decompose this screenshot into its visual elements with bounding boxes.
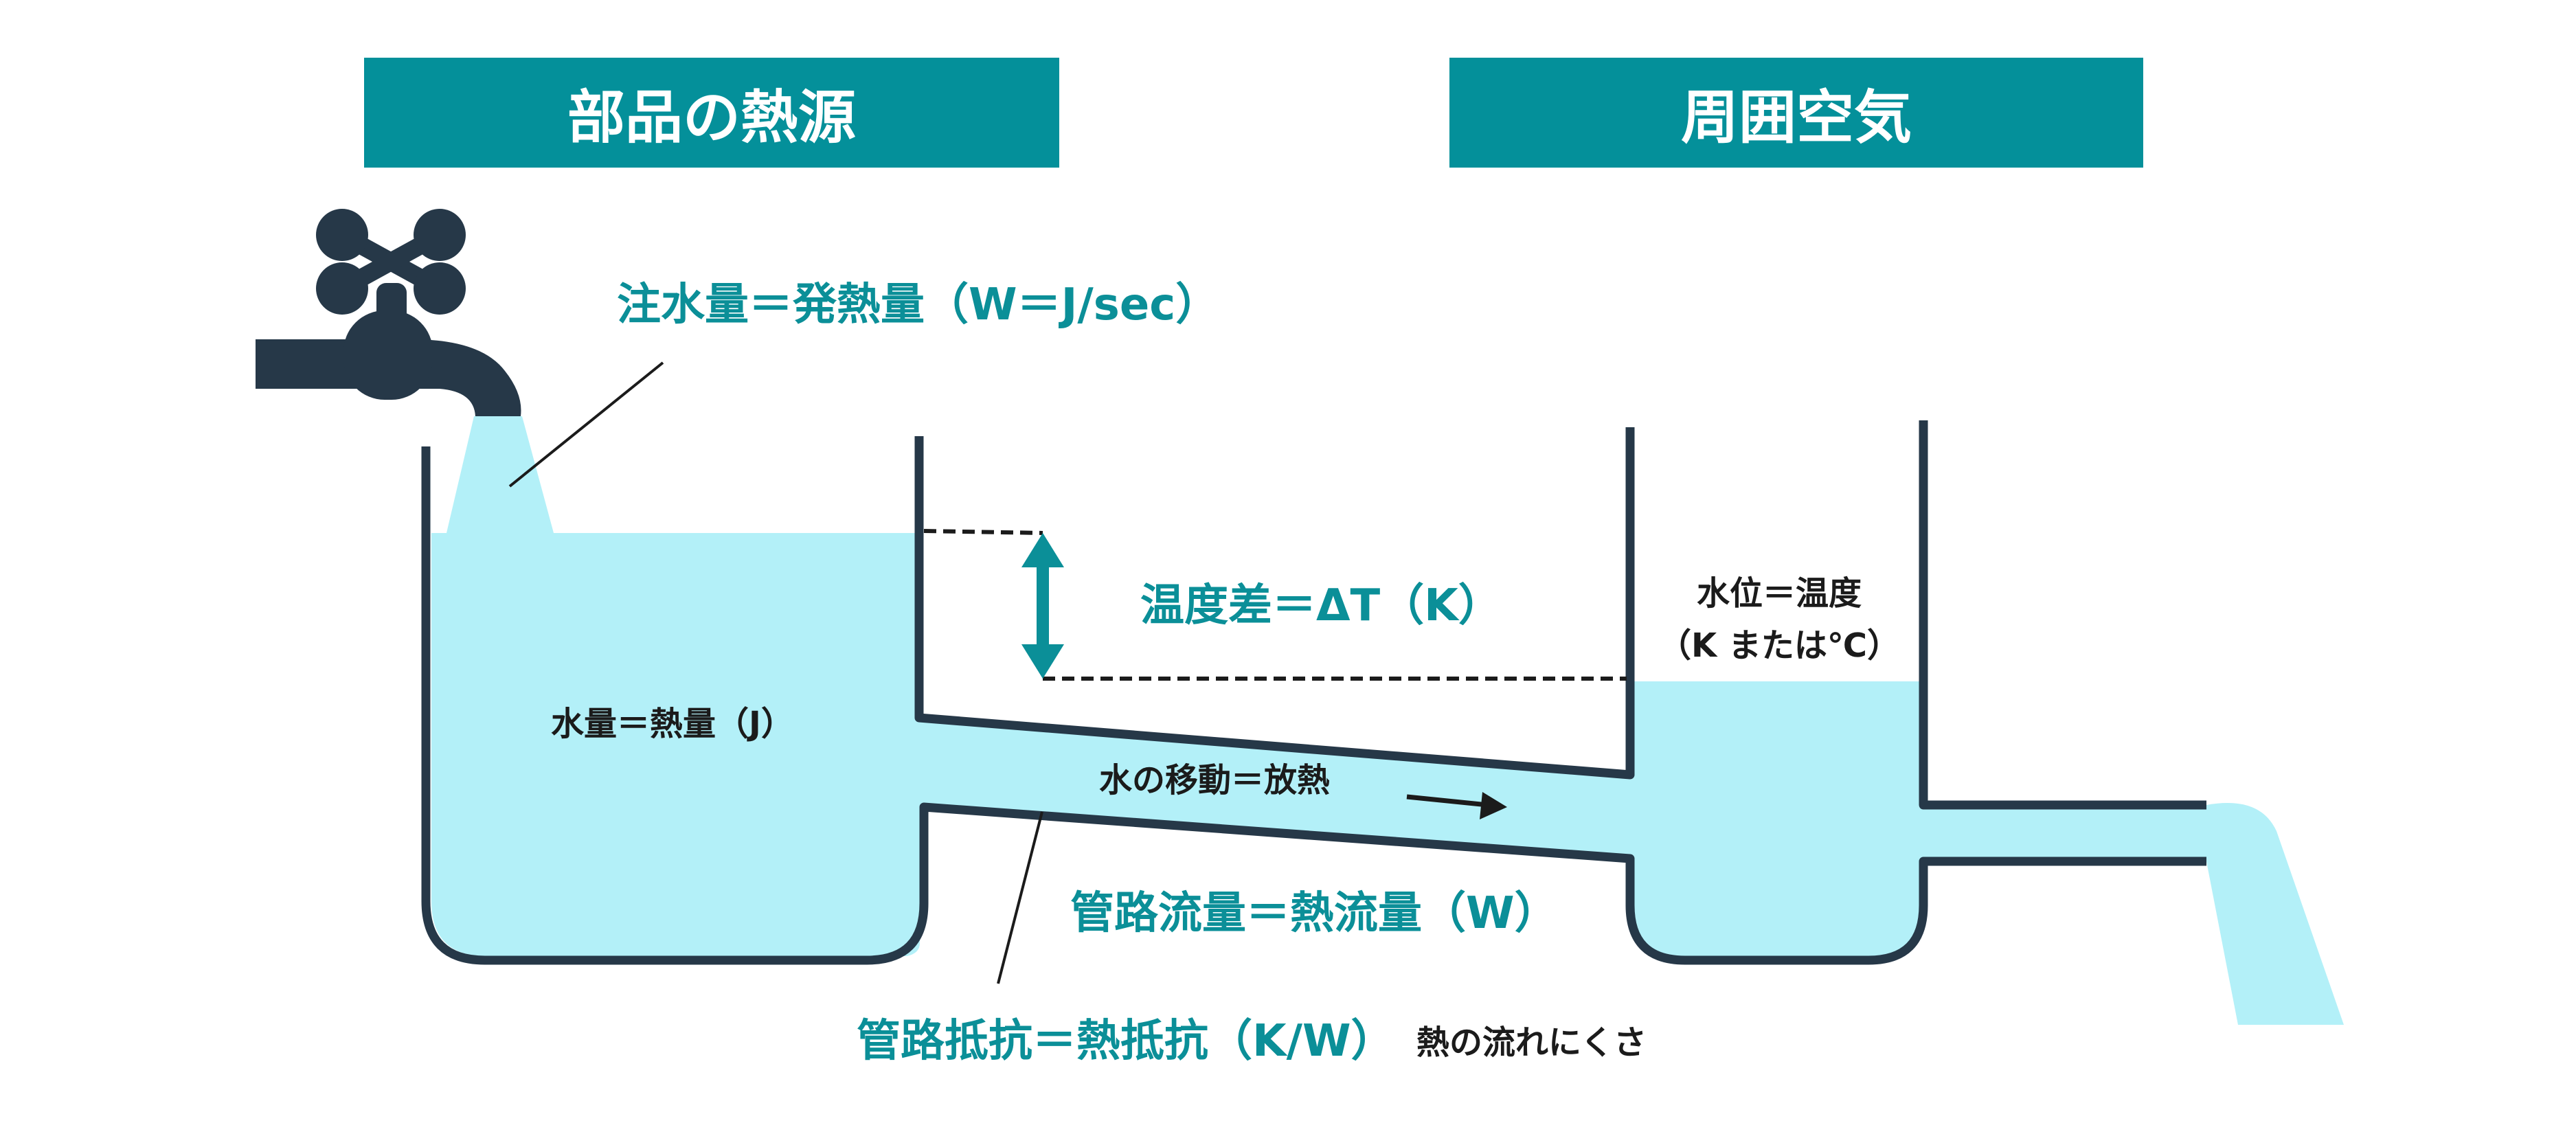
ambient-air-header-text: 周囲空気 <box>1680 83 1912 151</box>
faucet-icon <box>256 209 521 416</box>
water-level-label-line2: （K または℃） <box>1658 626 1901 665</box>
heat-source-header-text: 部品の熱源 <box>567 83 856 151</box>
inflow-label: 注水量＝発熱量（W＝J/sec） <box>617 280 1220 330</box>
temperature-difference-label: 温度差＝ΔT（K） <box>1140 580 1502 631</box>
outlet-water-stream <box>2206 803 2344 1025</box>
pipe-top-outline <box>914 427 1635 780</box>
faucet-water-stream <box>447 416 554 533</box>
resistance-pointer-line <box>997 811 1043 984</box>
flow-direction-arrow <box>1406 792 1507 819</box>
right-tank-water <box>1630 681 2206 956</box>
pipe-resistance-note: 熱の流れにくさ <box>1416 1023 1647 1062</box>
ambient-air-header: 周囲空気 <box>1449 58 2143 168</box>
inflow-pointer-line <box>508 361 664 488</box>
water-level-label: 水位＝温度 （K または℃） <box>1635 567 1923 672</box>
pipe-resistance-label: 管路抵抗＝熱抵抗（K/W） <box>857 1016 1395 1067</box>
left-tank-water <box>431 533 920 956</box>
left-tank-outline <box>421 446 2206 965</box>
heat-source-header: 部品の熱源 <box>364 58 1059 168</box>
connecting-pipe-water <box>920 719 1630 857</box>
pipe-flow-label: 管路流量＝熱流量（W） <box>1070 888 1559 939</box>
right-tank-outline <box>1919 420 2206 810</box>
source-level-dashed-line <box>923 529 1043 535</box>
water-movement-label: 水の移動＝放熱 <box>1099 761 1331 800</box>
water-amount-label: 水量＝熱量（J） <box>551 705 794 743</box>
temperature-difference-arrow <box>1021 533 1064 679</box>
water-level-label-line1: 水位＝温度 <box>1696 574 1862 613</box>
